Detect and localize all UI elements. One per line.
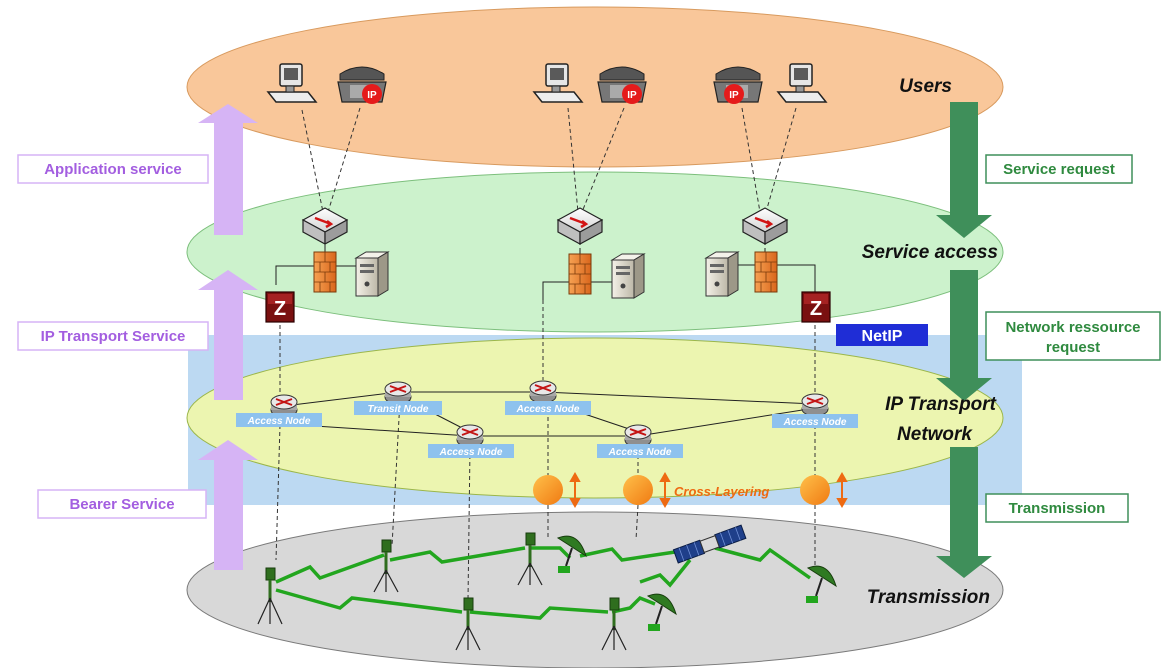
radio-station-icon: [601, 597, 627, 651]
ip-transport-title-line2: Network: [897, 424, 973, 445]
transit-node-label: Transit Node: [368, 404, 429, 415]
z-badge-text: Z: [274, 298, 286, 320]
vertical-links: [275, 300, 816, 601]
double-arrow-icon: [836, 471, 848, 509]
server-icon: [704, 251, 740, 297]
radio-station-icon: [373, 539, 399, 593]
ip-badge-text: IP: [729, 90, 739, 101]
server-icon: [354, 251, 390, 297]
network-request-arrow: [936, 270, 992, 401]
access-node-label: Access Node: [783, 417, 847, 428]
user-links: [301, 107, 797, 213]
satellite-dish-icon: [556, 535, 587, 573]
double-arrow-icon: [569, 471, 581, 509]
z-gateway-icon: Z: [801, 291, 831, 323]
service-request-arrow: [936, 102, 992, 238]
transmission-request-arrow: [936, 447, 992, 578]
computer-icon: [266, 63, 318, 103]
computer-icon: [776, 63, 828, 103]
switch-icon: [741, 207, 789, 246]
satellite-icon: [672, 524, 747, 564]
access-node-label: Access Node: [516, 404, 580, 415]
right-arrows: [936, 102, 992, 578]
ip-transport-service-arrow: [198, 270, 258, 400]
computer-icon: [532, 63, 584, 103]
firewall-icon: [568, 253, 592, 295]
router-icon: [624, 424, 652, 448]
ip-phone-icon: IP: [597, 66, 647, 104]
switch-icon: [556, 207, 604, 246]
access-node-label: Access Node: [247, 416, 311, 427]
transmission-layer-title: Transmission: [867, 587, 990, 608]
network-request-label-line2: request: [1046, 339, 1100, 356]
double-arrow-icon: [659, 471, 671, 509]
transmission-request-label: Transmission: [1009, 500, 1106, 517]
ip-transport-title-line1: IP Transport: [885, 394, 997, 415]
right-request-labels: Service request Network ressource reques…: [985, 154, 1161, 523]
users-layer-title: Users: [899, 76, 952, 97]
firewall-icon: [313, 251, 337, 293]
access-node-label: Access Node: [608, 447, 672, 458]
netip-box: [836, 324, 928, 346]
bearer-service-arrow: [198, 440, 258, 570]
ip-transport-service-label: IP Transport Service: [41, 328, 186, 345]
users-layer: [186, 6, 1004, 168]
satellite-dish-icon: [646, 593, 677, 631]
cross-layering-label: Cross-Layering: [674, 484, 769, 499]
service-access-layer: [186, 171, 1004, 333]
satellite-dish-icon: [806, 565, 837, 603]
radio-station-icon: [257, 567, 283, 625]
netip-label: NetIP: [862, 328, 903, 345]
radio-station-icon: [455, 597, 481, 651]
radio-links: [275, 546, 812, 620]
access-node-label: Access Node: [439, 447, 503, 458]
network-request-label-line1: Network ressource: [1005, 319, 1140, 336]
service-request-label: Service request: [1003, 161, 1115, 178]
service-access-layer-title: Service access: [862, 242, 998, 263]
ip-badge-text: IP: [627, 90, 637, 101]
cross-layer-orb: [800, 475, 830, 505]
cross-layer-orb: [533, 475, 563, 505]
cross-layer-orb: [623, 475, 653, 505]
router-icon: [801, 393, 829, 417]
firewall-icon: [754, 251, 778, 293]
router-icon: [529, 380, 557, 404]
bearer-service-label: Bearer Service: [69, 496, 174, 513]
z-gateway-icon: Z: [265, 291, 295, 323]
router-icon: [384, 381, 412, 405]
application-service-label: Application service: [44, 161, 182, 178]
ip-badge-text: IP: [367, 90, 377, 101]
server-icon: [610, 253, 646, 299]
application-service-arrow: [198, 104, 258, 235]
switch-icon: [301, 207, 349, 246]
z-badge-text: Z: [810, 298, 822, 320]
left-service-labels: Application service IP Transport Service…: [17, 154, 209, 519]
radio-station-icon: [517, 532, 543, 586]
left-arrows: [198, 104, 258, 570]
cross-layering-group: Cross-Layering: [533, 471, 848, 509]
ip-phone-icon: IP: [337, 66, 387, 104]
router-icon: [456, 424, 484, 448]
node-labels: Access Node Transit Node Access Node Acc…: [236, 401, 858, 458]
ip-phone-icon: IP: [713, 66, 763, 104]
